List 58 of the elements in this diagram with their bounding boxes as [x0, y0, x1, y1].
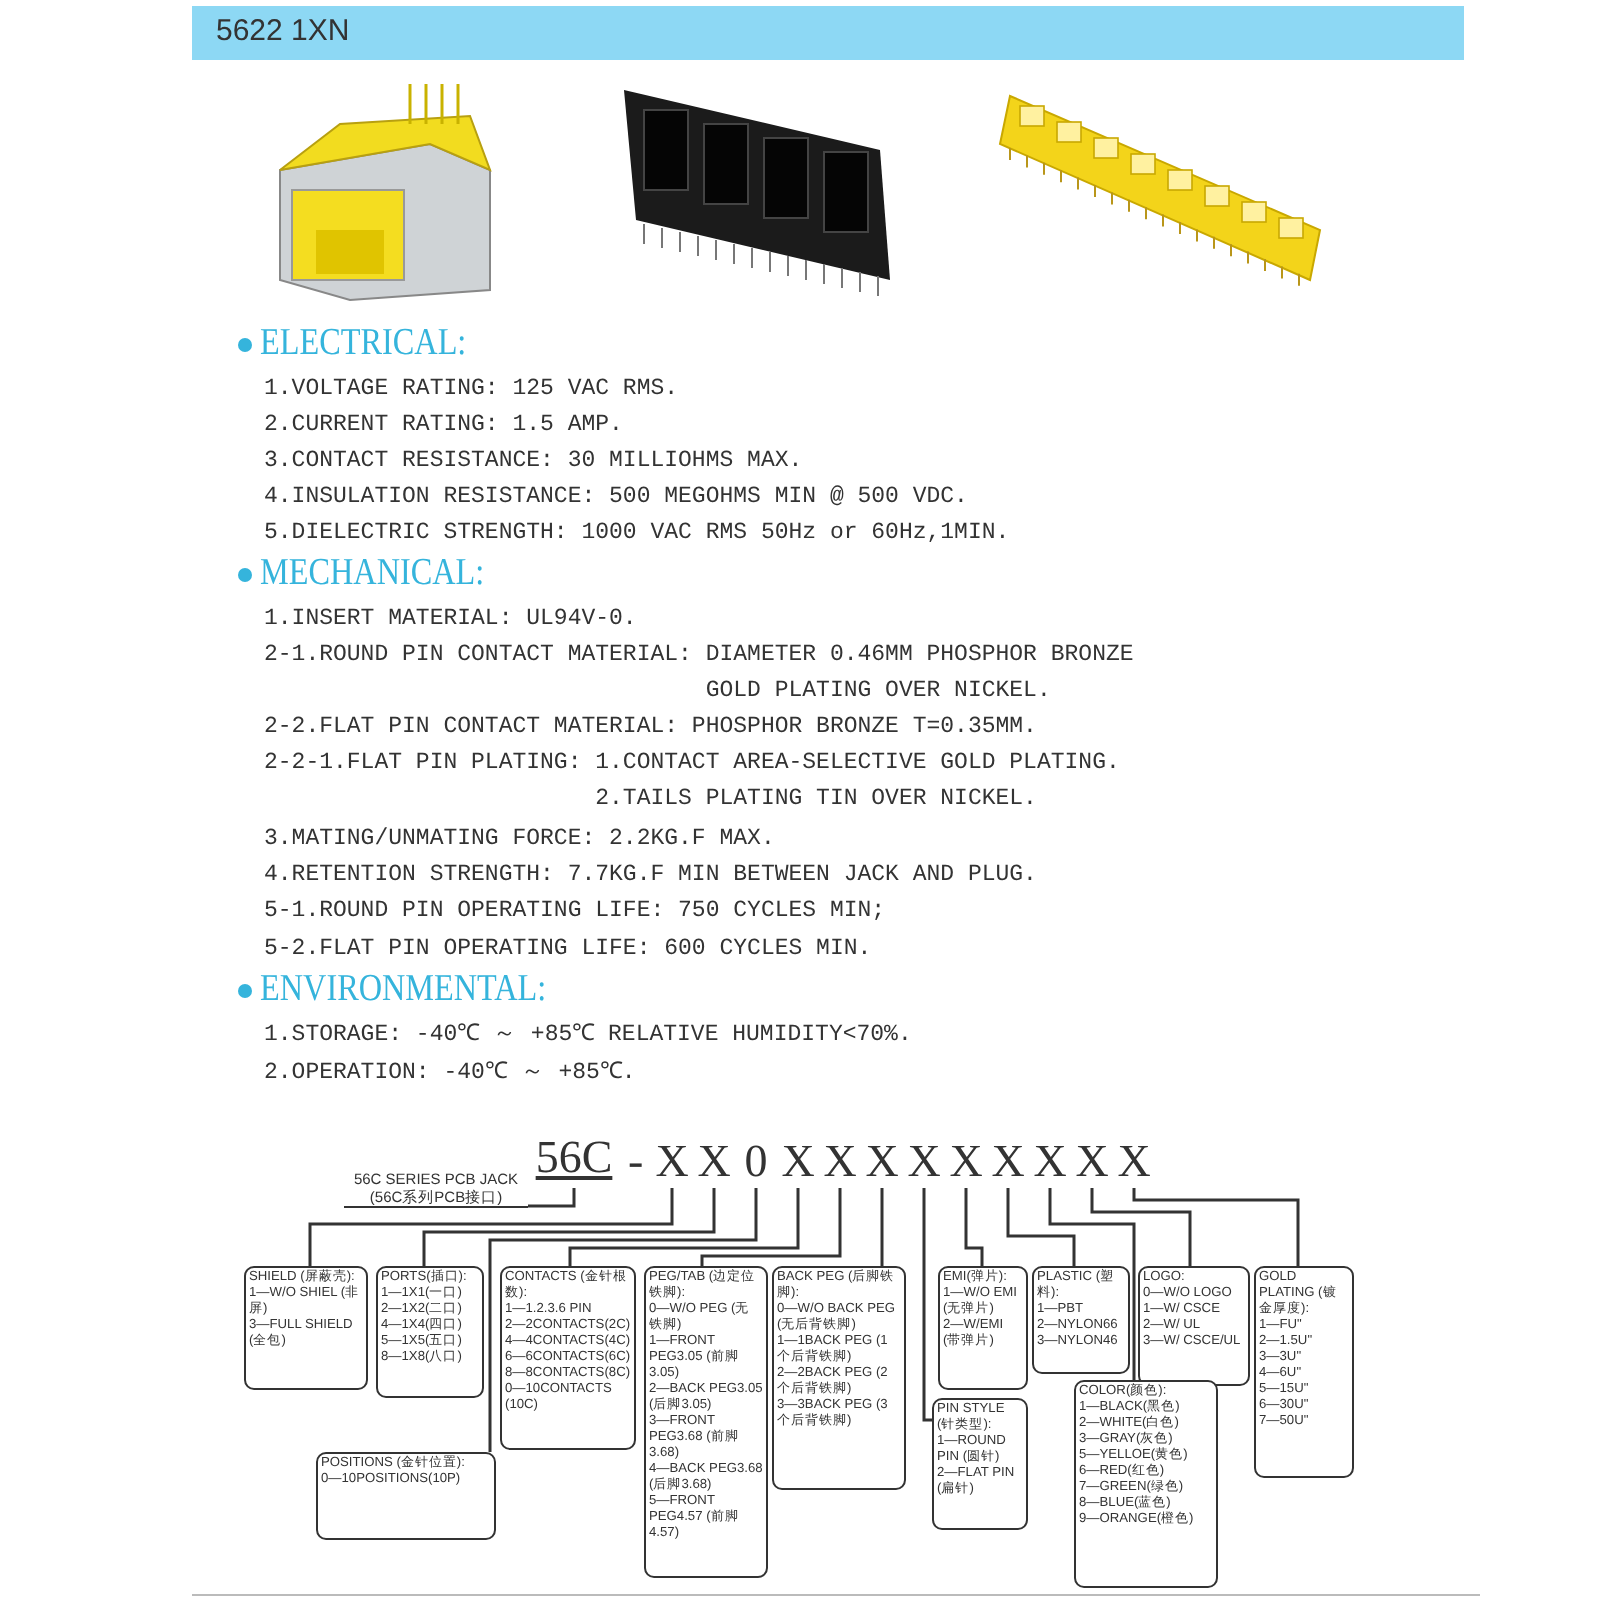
code-character: X	[1032, 1136, 1068, 1188]
code-character: X	[948, 1136, 984, 1188]
connector-line	[1048, 1188, 1136, 1380]
connector-line	[528, 1188, 576, 1208]
spec-text: 3.MATING/UNMATING FORCE: 2.2KG.F MAX.	[264, 824, 775, 856]
spec-text: 1.VOLTAGE RATING: 125 VAC RMS.	[264, 374, 679, 406]
connector-line	[964, 1188, 984, 1266]
connector-line	[568, 1188, 800, 1266]
code-option-box	[772, 1266, 906, 1490]
series-code: 56C	[528, 1132, 620, 1184]
section-heading: ELECTRICAL:	[260, 322, 467, 366]
connector-line	[1006, 1188, 1076, 1266]
code-character: X	[822, 1136, 858, 1188]
code-character: X	[906, 1136, 942, 1188]
spec-text: 2-2-1.FLAT PIN PLATING: 1.CONTACT AREA-SELECTIVE GOLD PLATING. 2.TAILS PLATING TIN OVER NICKEL.	[264, 748, 1122, 816]
connector-line	[700, 1188, 842, 1266]
spec-text: 2.CURRENT RATING: 1.5 AMP.	[264, 410, 623, 442]
code-dash: -	[628, 1136, 644, 1188]
code-character: 0	[738, 1136, 774, 1188]
spec-text: 4.INSULATION RESISTANCE: 500 MEGOHMS MIN @ 500 VDC.	[264, 482, 968, 514]
spec-text: 4.RETENTION STRENGTH: 7.7KG.F MIN BETWEEN JACK AND PLUG.	[264, 860, 1037, 892]
connector-line	[1090, 1188, 1192, 1266]
code-character: X	[990, 1136, 1026, 1188]
code-character: X	[1116, 1136, 1152, 1188]
connector-line	[422, 1188, 716, 1266]
spec-text: 1.STORAGE: -40℃ ～ +85℃ RELATIVE HUMIDITY<70%.	[264, 1020, 912, 1052]
code-character: X	[780, 1136, 816, 1188]
code-option-box	[1138, 1266, 1250, 1386]
spec-text: 5-1.ROUND PIN OPERATING LIFE: 750 CYCLES MIN;	[264, 896, 886, 928]
spec-text: 2-1.ROUND PIN CONTACT MATERIAL: DIAMETER 0.46MM PHOSPHOR BRONZE GOLD PLATING OVER NICKEL.	[264, 640, 1136, 708]
code-option-box	[644, 1266, 768, 1578]
code-option-box	[1032, 1266, 1130, 1374]
spec-text: 1.INSERT MATERIAL: UL94V-0.	[264, 604, 637, 636]
spec-text: 2.OPERATION: -40℃ ～ +85℃.	[264, 1058, 636, 1090]
connector-line	[488, 1188, 758, 1452]
connector-line	[1132, 1188, 1300, 1266]
code-option-box	[1254, 1266, 1354, 1478]
code-option-box	[932, 1398, 1028, 1530]
connector-line	[880, 1188, 884, 1266]
code-option-box	[376, 1266, 484, 1398]
section-heading: ENVIRONMENTAL:	[260, 968, 547, 1012]
spec-text: 5.DIELECTRIC STRENGTH: 1000 VAC RMS 50Hz or 60Hz,1MIN.	[264, 518, 1010, 550]
section-heading: MECHANICAL:	[260, 552, 485, 596]
code-option-box	[938, 1266, 1028, 1390]
code-character: X	[696, 1136, 732, 1188]
connector-line	[308, 1188, 674, 1266]
spec-text: 2-2.FLAT PIN CONTACT MATERIAL: PHOSPHOR BRONZE T=0.35MM.	[264, 712, 1037, 744]
code-option-box	[316, 1452, 496, 1540]
code-option-box	[500, 1266, 636, 1450]
spec-text: 5-2.FLAT PIN OPERATING LIFE: 600 CYCLES MIN.	[264, 934, 872, 966]
code-character: X	[864, 1136, 900, 1188]
code-option-box	[244, 1266, 368, 1390]
code-character: X	[1074, 1136, 1110, 1188]
code-option-box	[1074, 1380, 1218, 1588]
spec-text: 3.CONTACT RESISTANCE: 30 MILLIOHMS MAX.	[264, 446, 803, 478]
title-text: 5622 1XN	[216, 12, 350, 52]
code-character: X	[654, 1136, 690, 1188]
connector-line	[922, 1188, 932, 1422]
